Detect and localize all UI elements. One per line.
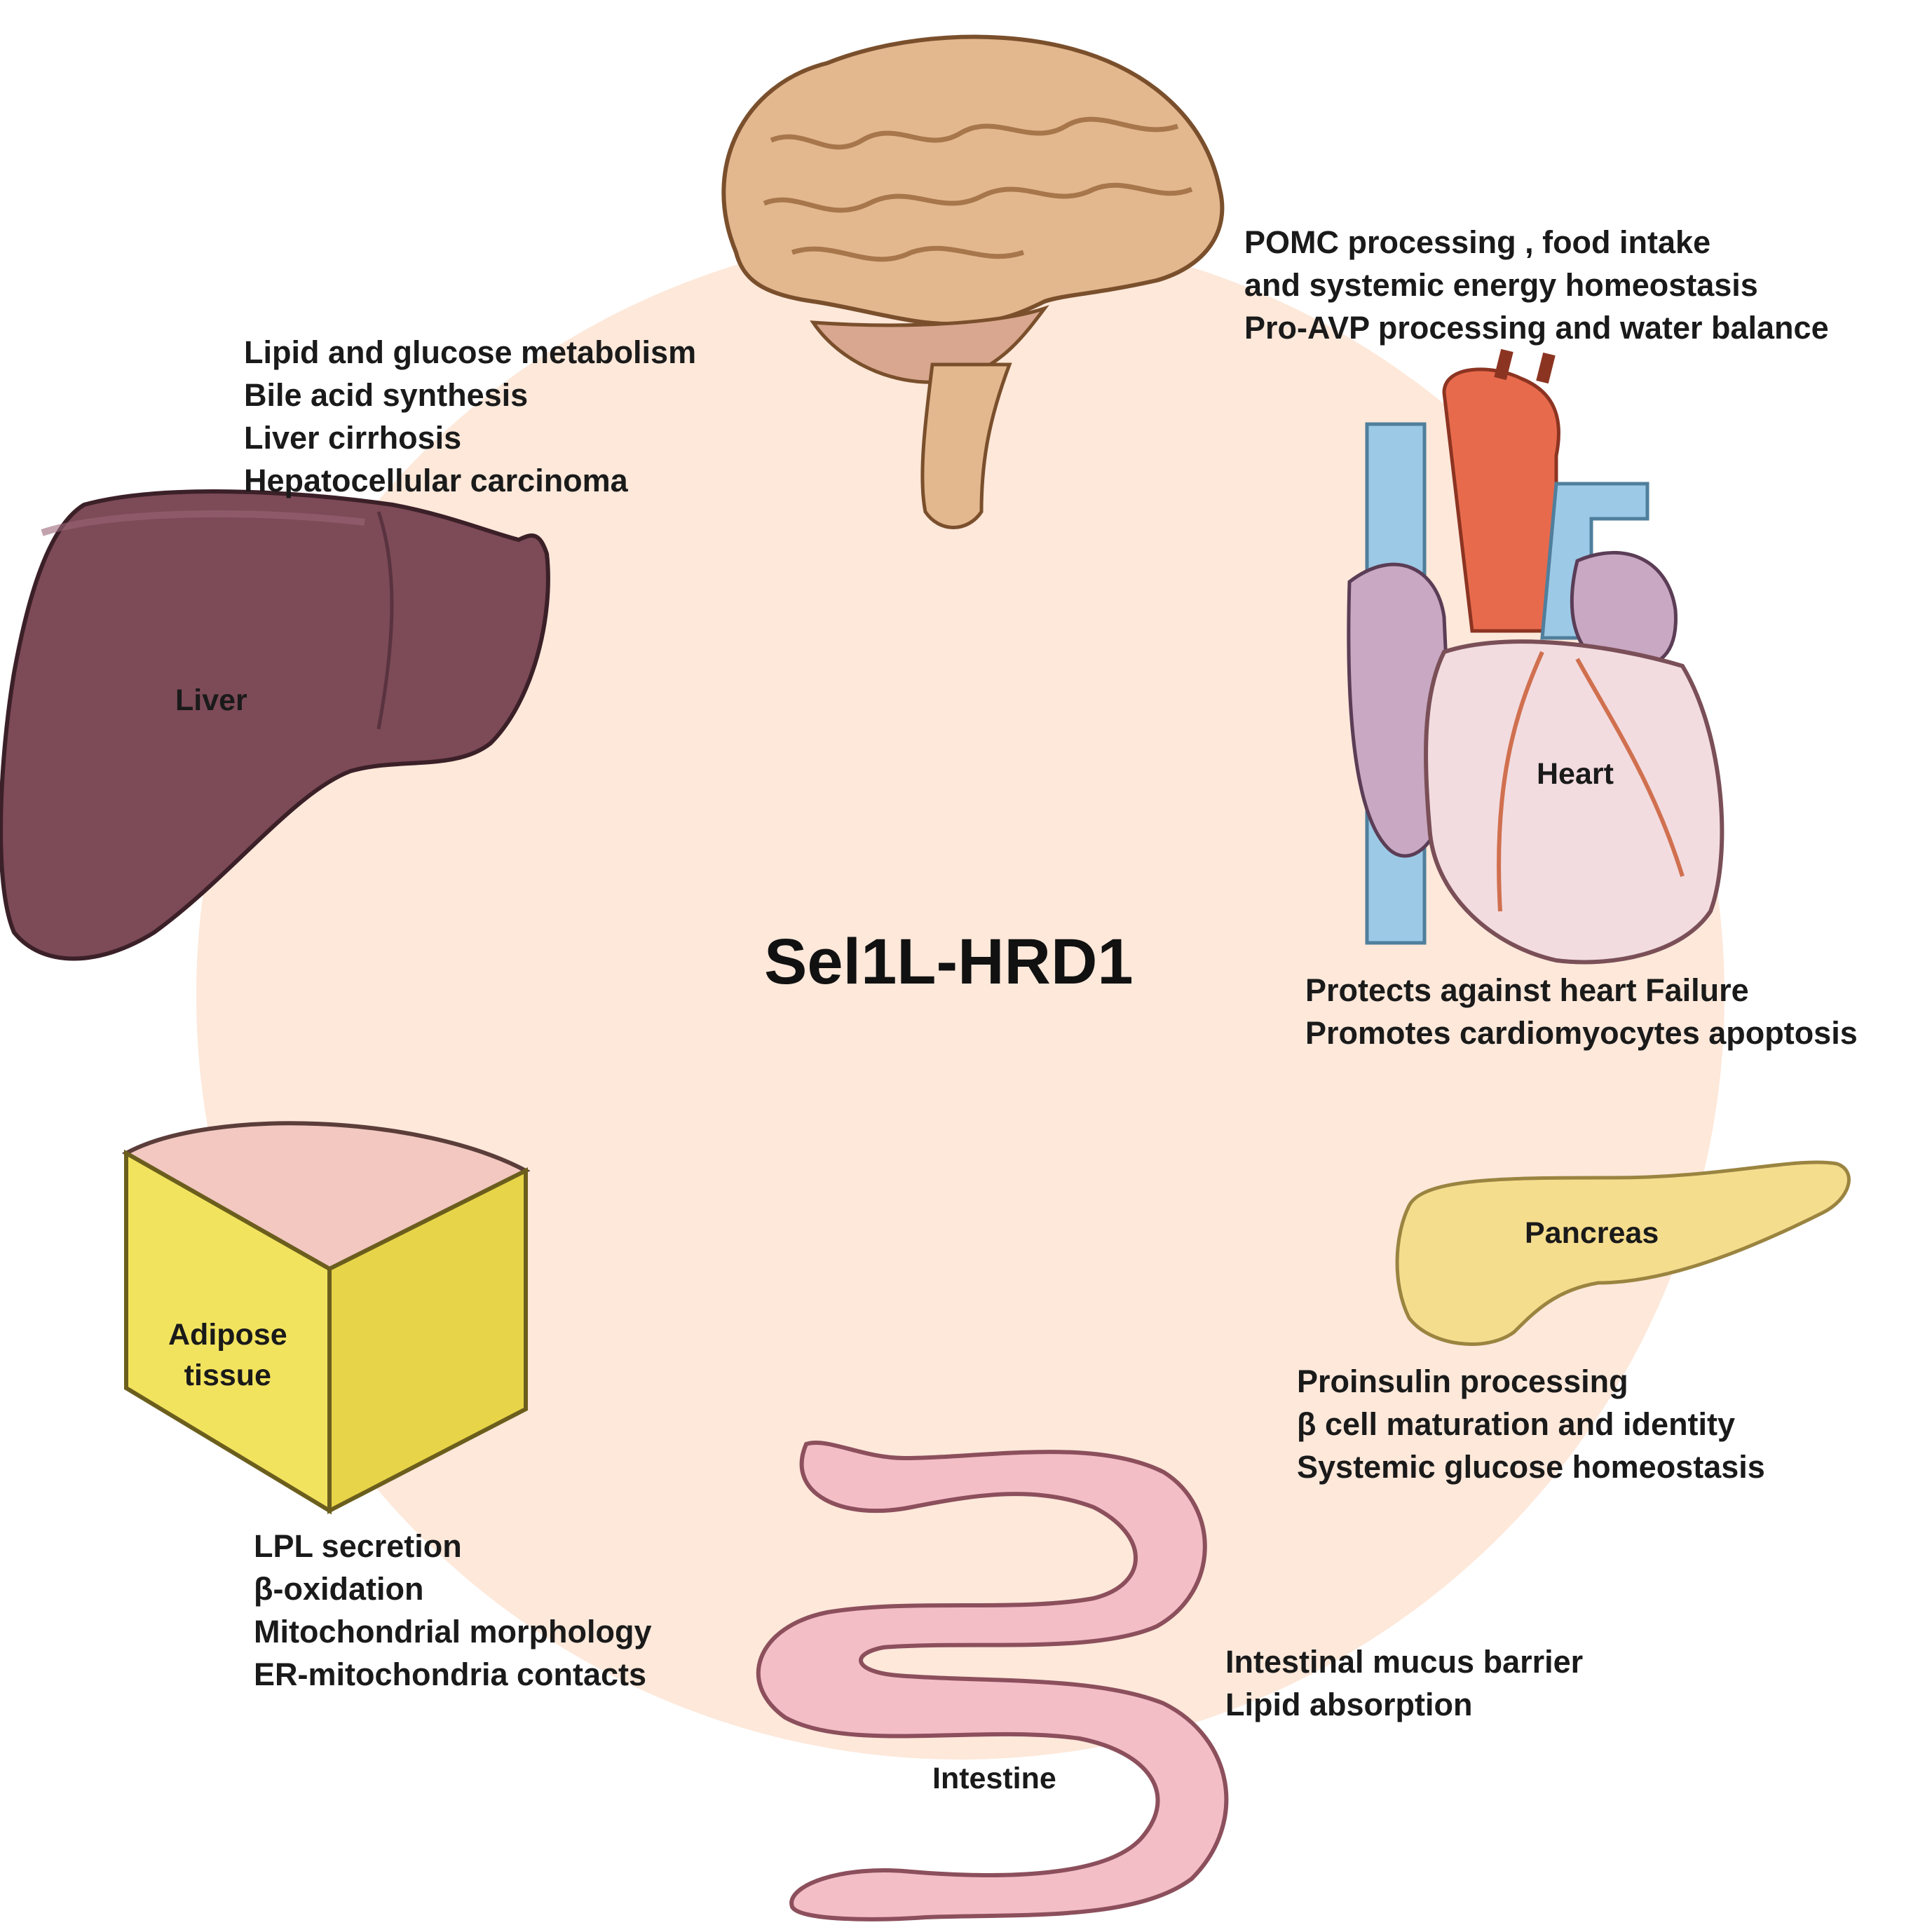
adipose-functions: LPL secretion β-oxidation Mitochondrial … (254, 1525, 651, 1696)
adipose-tissue-icon (121, 1121, 531, 1515)
pancreas-label: Pancreas (1525, 1216, 1659, 1250)
heart-icon (1347, 348, 1724, 965)
pancreas-functions: Proinsulin processing β cell maturation … (1297, 1360, 1765, 1488)
intestine-function-1: Intestinal mucus barrier (1225, 1644, 1584, 1680)
brain-function-3: Pro-AVP processing and water balance (1244, 310, 1829, 346)
intestine-label: Intestine (932, 1762, 1056, 1795)
heart-functions: Protects against heart Failure Promotes … (1305, 969, 1858, 1054)
adipose-function-3: Mitochondrial morphology (254, 1614, 652, 1649)
intestine-function-2: Lipid absorption (1225, 1687, 1473, 1722)
brain-icon (721, 34, 1225, 529)
liver-functions: Lipid and glucose metabolism Bile acid s… (244, 331, 696, 502)
intestine-functions: Intestinal mucus barrier Lipid absorptio… (1225, 1640, 1583, 1726)
brain-function-1: POMC processing , food intake (1244, 224, 1711, 260)
pancreas-function-2: β cell maturation and identity (1297, 1406, 1736, 1442)
pancreas-icon (1395, 1160, 1851, 1346)
brain-function-2: and systemic energy homeostasis (1244, 267, 1758, 303)
adipose-label-line1: Adipose (168, 1318, 287, 1352)
heart-function-1: Protects against heart Failure (1305, 972, 1749, 1008)
brain-functions: POMC processing , food intake and system… (1244, 221, 1829, 349)
liver-function-3: Liver cirrhosis (244, 420, 462, 456)
pancreas-function-3: Systemic glucose homeostasis (1297, 1449, 1765, 1485)
liver-function-2: Bile acid synthesis (244, 377, 529, 413)
liver-function-4: Hepatocellular carcinoma (244, 463, 628, 498)
intestine-icon (756, 1440, 1229, 1921)
adipose-label: Adipose tissue (168, 1314, 287, 1396)
liver-icon (0, 489, 550, 961)
heart-label: Heart (1537, 757, 1614, 791)
diagram-title: Sel1L-HRD1 (764, 926, 1134, 998)
background-circle (196, 231, 1724, 1760)
heart-function-2: Promotes cardiomyocytes apoptosis (1305, 1015, 1858, 1051)
liver-label: Liver (175, 683, 247, 717)
adipose-function-2: β-oxidation (254, 1571, 424, 1607)
pancreas-function-1: Proinsulin processing (1297, 1363, 1628, 1399)
adipose-function-4: ER-mitochondria contacts (254, 1657, 647, 1692)
liver-function-1: Lipid and glucose metabolism (244, 334, 697, 370)
adipose-label-line2: tissue (184, 1359, 271, 1392)
adipose-function-1: LPL secretion (254, 1528, 462, 1564)
